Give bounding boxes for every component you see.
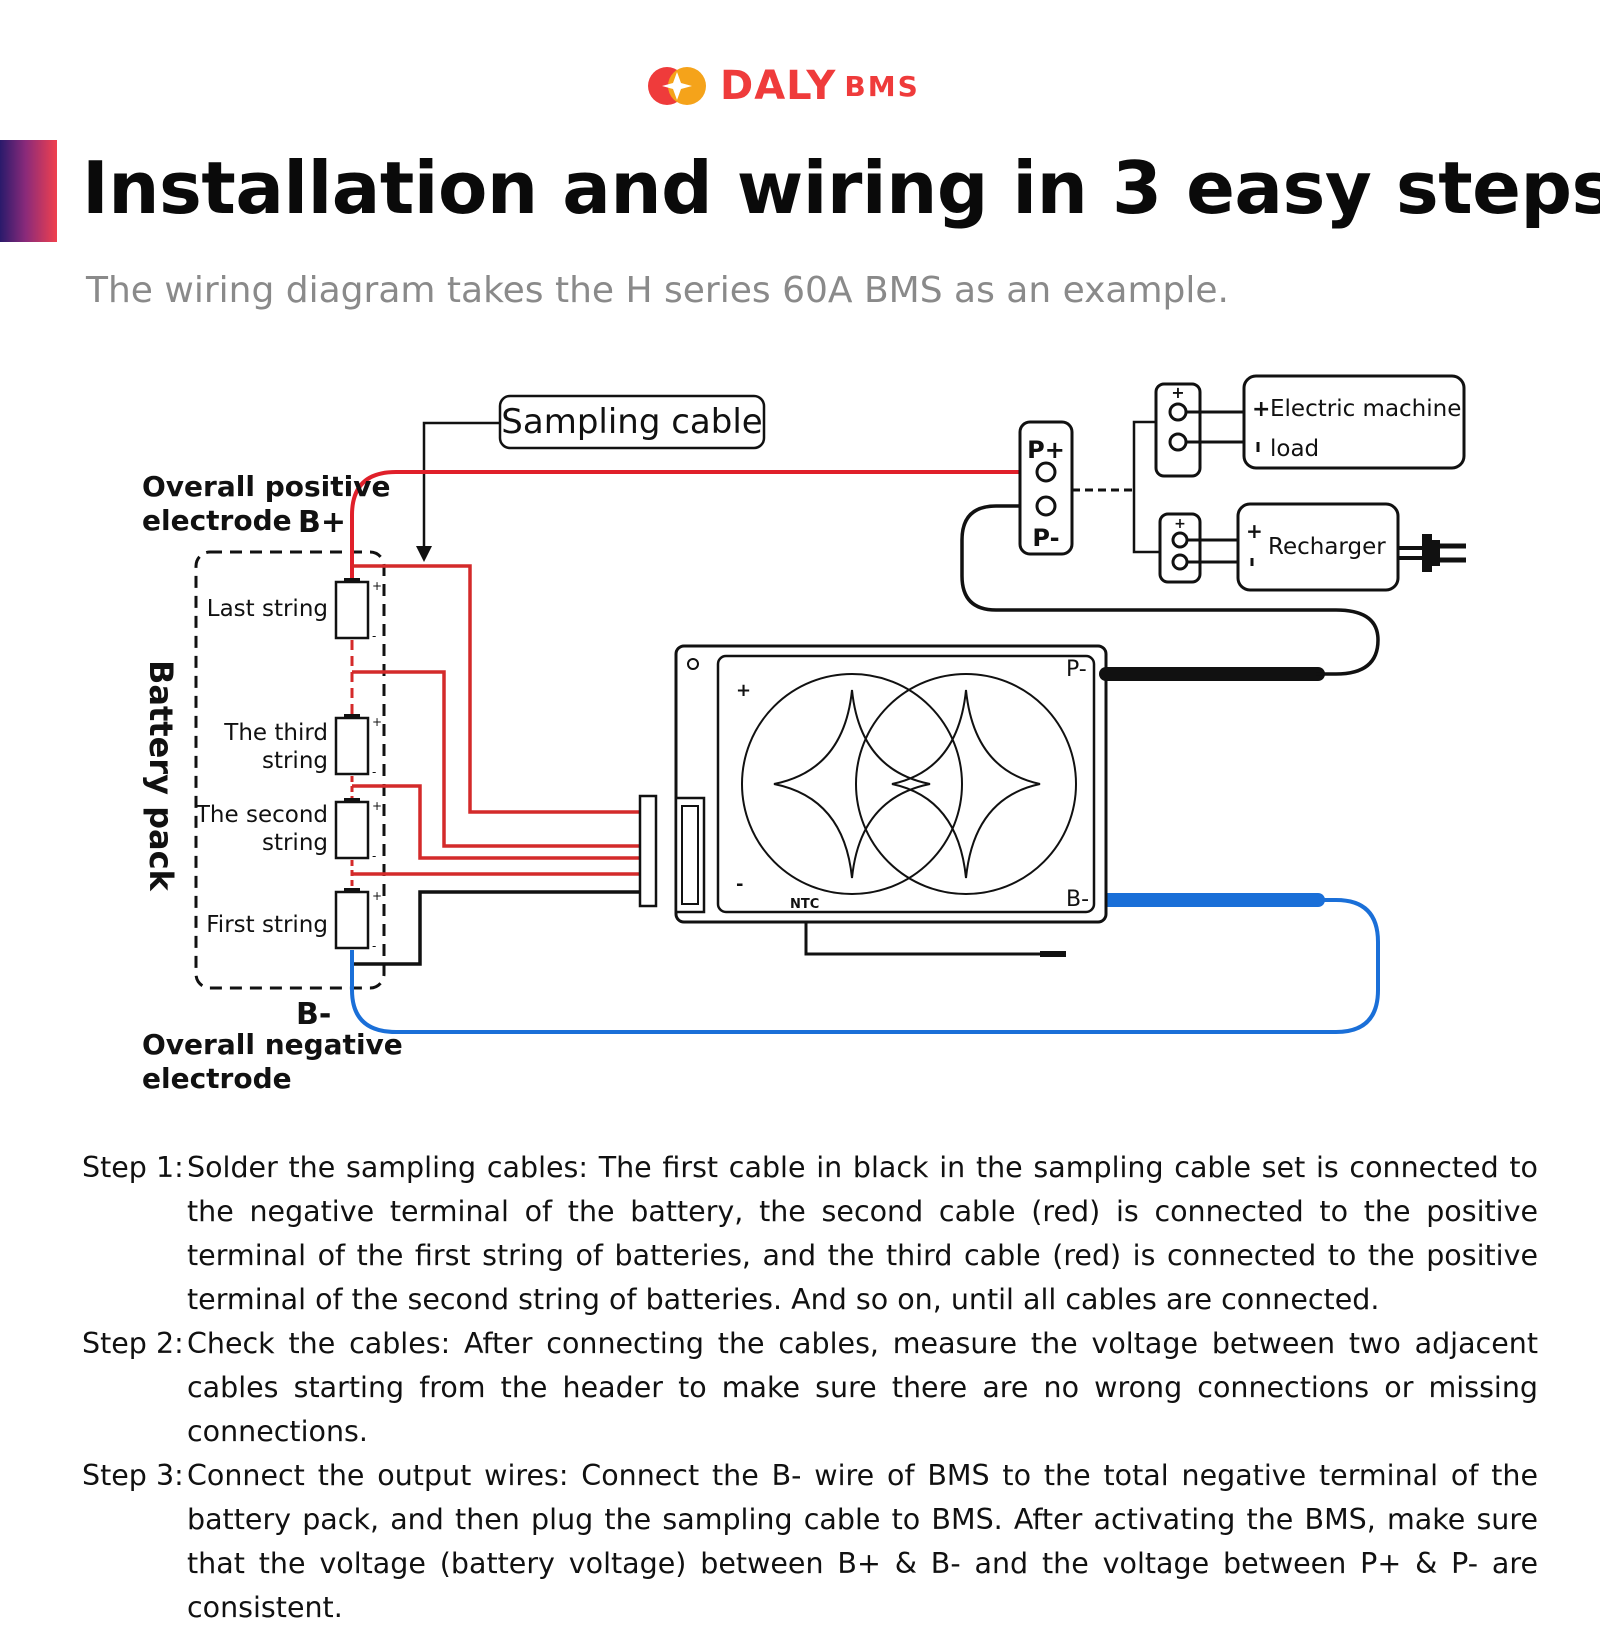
cell-label-second: The second [195, 802, 328, 828]
svg-text:-: - [372, 765, 376, 779]
load-plus-terminal [1168, 402, 1188, 422]
p-minus-terminal [1035, 495, 1057, 517]
svg-text:+: + [372, 579, 382, 593]
page-title: Installation and wiring in 3 easy steps [82, 146, 1600, 230]
sampling-cable-arrowhead [416, 546, 432, 562]
page-subtitle: The wiring diagram takes the H series 60… [86, 270, 1229, 311]
board-minus-label: - [736, 874, 743, 895]
svg-text:-: - [372, 629, 376, 643]
step-1: Step 1: Solder the sampling cables: The … [82, 1146, 1538, 1322]
sampling-wire-second [352, 784, 640, 860]
step-3: Step 3: Connect the output wires: Connec… [82, 1454, 1538, 1630]
b-minus-label: B- [296, 997, 331, 1032]
negative-main-wire [350, 898, 1380, 1034]
board-b-minus-label: B- [1066, 887, 1089, 912]
step-1-text: Solder the sampling cables: The first ca… [187, 1151, 1538, 1316]
output-branch [1132, 420, 1160, 554]
cell-second: + - [334, 798, 382, 863]
load-minus-terminal [1168, 432, 1188, 452]
battery-pack-outline [194, 550, 386, 990]
bms-logo-circle-right [855, 673, 1077, 895]
bms-logo-circle-left [741, 673, 963, 895]
board-plus-label: + [736, 680, 751, 701]
cell-first: + - [334, 888, 382, 953]
svg-text:-: - [372, 849, 376, 863]
bms-logo-star-left [773, 689, 931, 879]
board-p-minus-label: P- [1066, 657, 1087, 682]
sampling-cable-pointer [422, 421, 500, 556]
brand-name: DALY [720, 63, 837, 109]
step-2-label: Step 2: [82, 1327, 184, 1360]
recharger-plus-sign: + [1246, 519, 1263, 543]
recharger-plus-mark: + [1174, 516, 1186, 532]
battery-pack-label: Battery pack [142, 660, 180, 892]
svg-text:+: + [372, 799, 382, 813]
bms-mount-hole [687, 658, 699, 670]
step-2-text: Check the cables: After connecting the c… [187, 1327, 1538, 1448]
sampling-wire-third [352, 670, 640, 848]
output-terminal-block [1018, 420, 1074, 556]
load-label: load [1270, 436, 1319, 462]
brand-logo: DALY BMS [646, 63, 920, 109]
wiring-diagram: Sampling cable Overall positive electrod… [142, 374, 1466, 1095]
ntc-wire [804, 922, 1066, 956]
electric-machine-load-box [1242, 374, 1466, 470]
ntc-label: NTC [790, 897, 819, 912]
load-connector [1154, 382, 1202, 478]
electric-machine-label: Electric machine [1270, 396, 1461, 422]
cell-label-third: The third [223, 720, 328, 746]
p-plus-terminal [1035, 461, 1057, 483]
svg-text:-: - [372, 939, 376, 953]
bms-board-inner [716, 654, 1096, 914]
svg-text:+: + [372, 715, 382, 729]
load-plus-mark: + [1171, 383, 1184, 402]
cell-label-third-2: string [262, 748, 328, 774]
p-minus-wire [960, 504, 1380, 676]
b-plus-label: B+ [298, 505, 346, 540]
overall-positive-label-2: electrode [142, 504, 292, 537]
sampling-connector [638, 794, 658, 908]
recharger-minus-terminal [1171, 553, 1189, 571]
cell-last: + - [334, 578, 382, 643]
sampling-wire-last [352, 564, 640, 814]
sampling-cable-label: Sampling cable [501, 402, 762, 442]
p-minus-label: P- [1032, 524, 1059, 552]
daly-logo-icon [648, 67, 706, 105]
overall-negative-label-2: electrode [142, 1062, 292, 1095]
step-2: Step 2: Check the cables: After connecti… [82, 1322, 1538, 1454]
title-accent-bar [0, 140, 57, 242]
cell-third: + - [334, 714, 382, 779]
step-3-text: Connect the output wires: Connect the B-… [187, 1459, 1538, 1624]
svg-text:+: + [372, 889, 382, 903]
sampling-wire-black [352, 890, 640, 966]
plug-icon [1398, 534, 1466, 572]
recharger-label: Recharger [1268, 534, 1386, 560]
load-plus-sign: + [1252, 397, 1270, 422]
step-1-label: Step 1: [82, 1151, 184, 1184]
recharger-plus-terminal [1171, 531, 1189, 549]
step-3-label: Step 3: [82, 1459, 184, 1492]
p-plus-label: P+ [1027, 436, 1065, 464]
cell-label-first: First string [206, 912, 328, 938]
cell-label-last: Last string [207, 596, 328, 622]
bms-logo-star-right [891, 689, 1041, 879]
instruction-steps: Step 1: Solder the sampling cables: The … [82, 1146, 1538, 1630]
bms-connector-socket [681, 805, 699, 905]
overall-negative-label: Overall negative [142, 1028, 403, 1061]
brand-suffix: BMS [844, 69, 920, 103]
overall-positive-label: Overall positive [142, 470, 390, 503]
positive-main-wire [350, 470, 1036, 570]
cell-label-second-2: string [262, 830, 328, 856]
